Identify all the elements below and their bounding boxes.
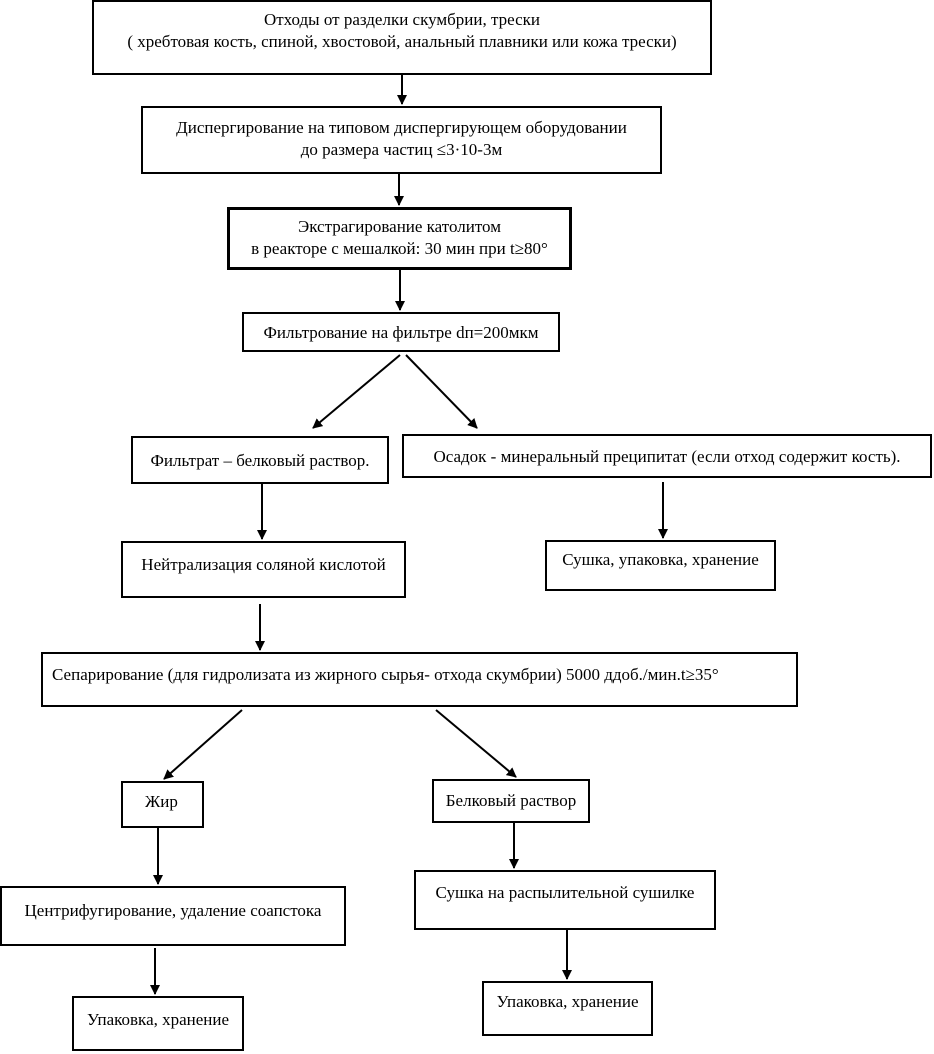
- node-protein-solution: Белковый раствор: [432, 779, 590, 823]
- node-packing-storage-protein: Упаковка, хранение: [482, 981, 653, 1036]
- node-text: Фильтрат – белковый раствор.: [150, 451, 370, 470]
- node-fat: Жир: [121, 781, 204, 828]
- node-text: Сушка, упаковка, хранение: [562, 550, 759, 569]
- node-text: Белковый раствор: [445, 791, 577, 810]
- node-text: до размера частиц ≤3·10-3м: [300, 139, 503, 159]
- node-text: Нейтрализация соляной кислотой: [141, 555, 386, 574]
- node-filtration: Фильтрование на фильтре dп=200мкм: [242, 312, 560, 352]
- node-spray-drying: Сушка на распылительной сушилке: [414, 870, 716, 930]
- node-text: Фильтрование на фильтре dп=200мкм: [263, 323, 539, 342]
- node-text: Жир: [145, 792, 178, 811]
- node-dispersion: Диспергирование на типовом диспергирующе…: [141, 106, 662, 174]
- node-text: Упаковка, хранение: [496, 992, 639, 1011]
- node-neutralization: Нейтрализация соляной кислотой: [121, 541, 406, 598]
- arrow-n9-to-n11: [435, 709, 517, 778]
- arrow-n9-to-n10: [163, 709, 243, 780]
- node-extraction: Экстрагирование католитом в реакторе с м…: [227, 207, 572, 270]
- arrow-n4-to-n6: [405, 354, 478, 429]
- arrow-n4-to-n5: [312, 354, 401, 429]
- node-text: Экстрагирование католитом: [297, 217, 501, 236]
- node-text: Сепарирование (для гидролизата из жирног…: [52, 665, 719, 684]
- node-text: Осадок - минеральный преципитат (если от…: [433, 447, 901, 466]
- node-packing-storage-fat: Упаковка, хранение: [72, 996, 244, 1051]
- node-text: Сушка на распылительной сушилке: [435, 883, 695, 902]
- node-text: Диспергирование на типовом диспергирующе…: [176, 118, 627, 137]
- node-separation: Сепарирование (для гидролизата из жирног…: [41, 652, 798, 707]
- node-waste-source: Отходы от разделки скумбрии, трески ( хр…: [92, 0, 712, 75]
- node-text: Отходы от разделки скумбрии, трески: [263, 10, 541, 29]
- node-text: в реакторе с мешалкой: 30 мин при t≥80°: [251, 238, 548, 258]
- node-filtrate: Фильтрат – белковый раствор.: [131, 436, 389, 484]
- node-text: ( хребтовая кость, спиной, хвостовой, ан…: [127, 31, 677, 51]
- node-sediment: Осадок - минеральный преципитат (если от…: [402, 434, 932, 478]
- node-drying-packing-storage: Сушка, упаковка, хранение: [545, 540, 776, 591]
- node-text: Упаковка, хранение: [86, 1010, 230, 1029]
- node-text: Центрифугирование, удаление соапстока: [24, 901, 322, 920]
- node-centrifugation: Центрифугирование, удаление соапстока: [0, 886, 346, 946]
